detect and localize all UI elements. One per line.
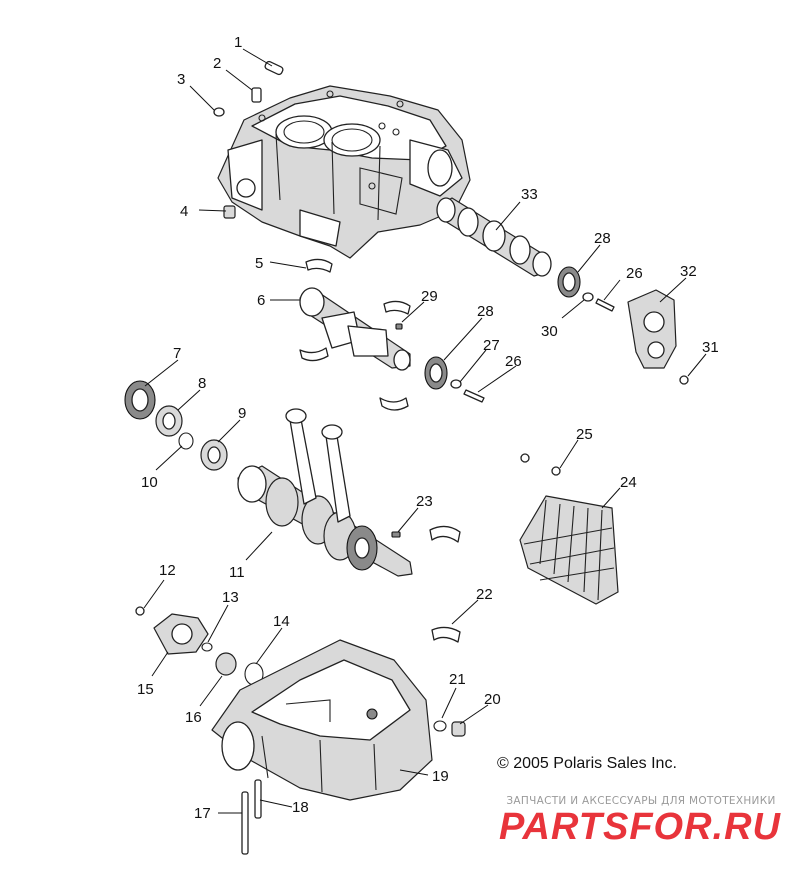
callout-21: 21 [449,671,466,688]
balance-shaft-6 [299,287,411,371]
callout-10: 10 [141,474,158,491]
long-bolt-17 [241,791,249,855]
callout-8: 8 [198,375,206,392]
bearing-shell-5 [305,258,333,273]
bearing-shell-upper-c [299,347,329,362]
callout-5: 5 [255,255,263,272]
callout-13: 13 [222,589,239,606]
upper-crankcase [217,85,471,259]
callout-31: 31 [702,339,719,356]
long-bolt-18 [254,779,262,819]
callout-28-lower: 28 [477,303,494,320]
washer-27 [450,379,462,389]
screw-31 [679,375,689,385]
cam-gear-28-upper [557,266,581,298]
oil-screen-24 [519,495,619,605]
callout-33: 33 [521,186,538,203]
callout-19: 19 [432,768,449,785]
screw-25-b [551,466,561,476]
gear-28-lower [424,356,448,390]
callout-7: 7 [173,345,181,362]
washer-21 [433,720,447,732]
callout-18: 18 [292,799,309,816]
callout-26-lower: 26 [505,353,522,370]
key-23 [391,531,401,538]
callout-22: 22 [476,586,493,603]
lower-crankcase-19 [211,639,433,801]
o-ring-3 [213,107,225,117]
callout-17: 17 [194,805,211,822]
bearing-shell-upper-b [383,300,411,315]
callout-1: 1 [234,34,242,51]
camshaft-33 [436,197,552,277]
watermark-logo-text: PARTSFOR.RU [499,806,781,848]
callout-labels: 1 2 3 4 5 6 7 8 9 10 11 12 13 14 15 16 1… [137,34,719,822]
drain-plug-20 [451,721,466,737]
dowel-pin-2 [251,87,262,103]
callout-30: 30 [541,323,558,340]
screw-25-a [520,453,530,463]
plug-16 [215,652,237,676]
key-29 [395,323,403,330]
o-ring-13 [201,642,213,652]
bolt-26-lower [463,389,485,403]
callout-28-upper: 28 [594,230,611,247]
callout-2: 2 [213,55,221,72]
washer-30 [582,292,594,302]
copyright-notice: © 2005 Polaris Sales Inc. [497,755,677,772]
callout-16: 16 [185,709,202,726]
bearing-shell-lower-a [429,525,461,543]
callout-4: 4 [180,203,188,220]
callout-9: 9 [238,405,246,422]
callout-27: 27 [483,337,500,354]
oil-seal-7 [124,380,156,420]
callout-29: 29 [421,288,438,305]
watermark-logo: PARTSFOR.RU [499,806,781,848]
callout-11: 11 [229,564,245,581]
callout-32: 32 [680,263,697,280]
callout-20: 20 [484,691,501,708]
bearing-8 [155,405,183,437]
callout-6: 6 [257,292,265,309]
watermark-tagline: ЗАПЧАСТИ И АКСЕССУАРЫ ДЛЯ МОТОТЕХНИКИ [506,795,776,807]
callout-26-upper: 26 [626,265,643,282]
bearing-shell-upper-d [379,397,409,411]
snap-ring-10 [178,432,194,450]
callout-23: 23 [416,493,433,510]
bearing-9 [200,439,228,471]
screw-12 [135,606,145,616]
crankshaft-11 [237,408,413,577]
callout-15: 15 [137,681,154,698]
cover-plate-32 [627,289,677,369]
callout-3: 3 [177,71,185,88]
callout-12: 12 [159,562,176,579]
leader-lines [143,48,707,814]
bearing-shell-lower-b [431,626,461,643]
bolt-26-upper [595,298,615,312]
callout-14: 14 [273,613,290,630]
callout-24: 24 [620,474,637,491]
oil-pump-15 [153,613,209,655]
callout-25: 25 [576,426,593,443]
plug-4 [223,205,236,219]
